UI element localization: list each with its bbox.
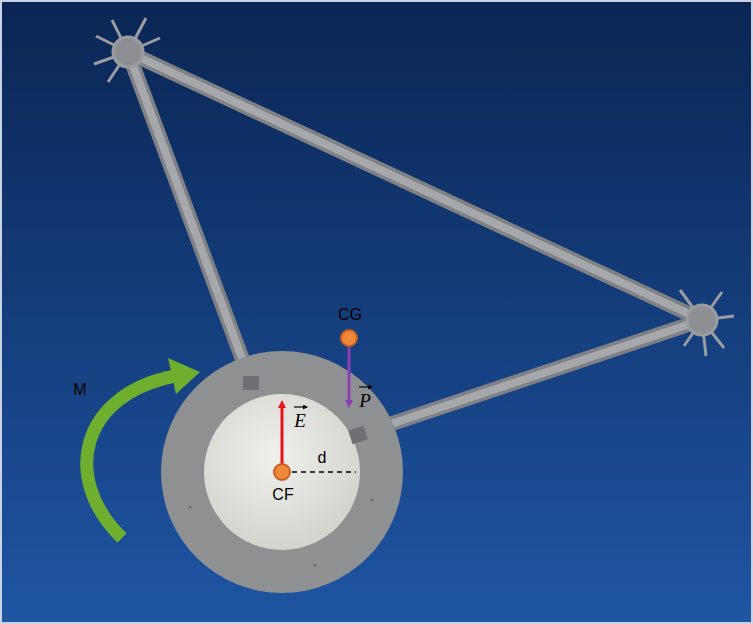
weight-vector xyxy=(348,346,351,404)
vector-label: E xyxy=(294,411,306,430)
strut-socket xyxy=(243,376,259,390)
vector-label: P xyxy=(359,391,371,410)
dimension-label: d xyxy=(318,450,327,466)
moment-label: M xyxy=(73,382,86,398)
bolts xyxy=(189,499,374,567)
vector-accent xyxy=(359,386,372,387)
vector-accent xyxy=(294,406,307,407)
moment-arrow-head xyxy=(168,358,200,394)
float-inner xyxy=(204,394,360,550)
float-outer xyxy=(161,351,403,593)
strut-socket xyxy=(348,426,368,444)
buoyancy-vector xyxy=(281,404,284,466)
moment-arrow xyxy=(87,376,175,538)
center-of-buoyancy xyxy=(274,464,290,480)
distance-line xyxy=(292,471,356,473)
point-label: CF xyxy=(272,487,293,503)
hub-joints xyxy=(94,18,734,356)
point-label: CG xyxy=(338,307,362,323)
center-of-gravity xyxy=(341,330,357,346)
